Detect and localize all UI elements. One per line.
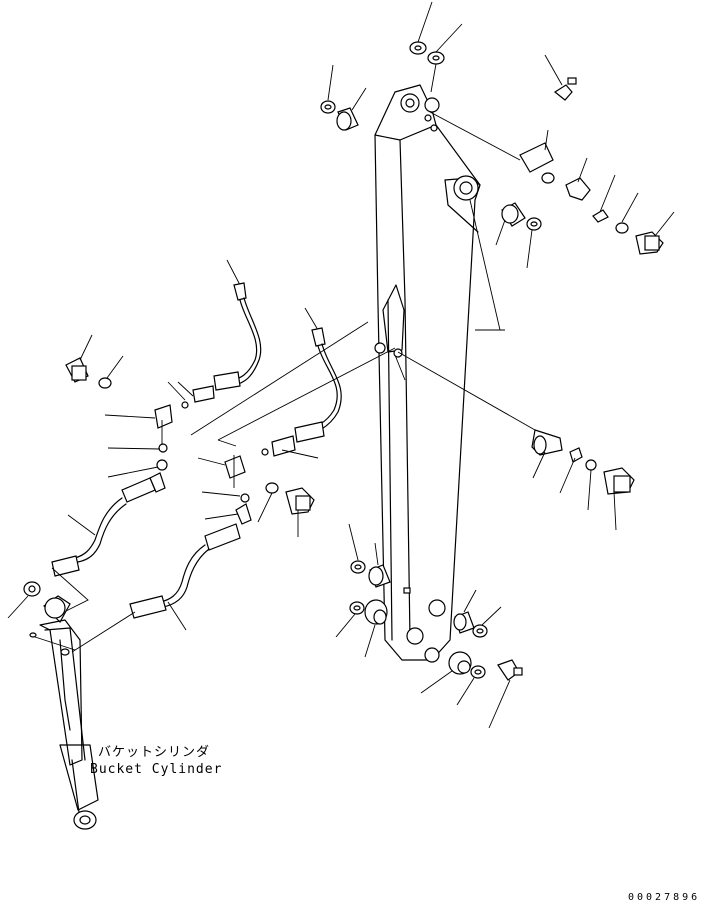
bottom-hardware [335, 523, 523, 729]
lower-hose-assembly [51, 420, 241, 653]
top-hardware [320, 1, 675, 331]
arm-structure [374, 84, 501, 663]
drawing-code: 00027896 [628, 892, 701, 903]
upper-hose-assembly [167, 259, 396, 459]
bucket-cylinder-label-jp: バケットシリンダ [98, 745, 211, 760]
bucket-cylinder [7, 581, 99, 830]
bucket-cylinder-label-en: Bucket Cylinder [90, 762, 223, 777]
mid-pin-hardware [397, 351, 635, 531]
clamp-hardware [65, 334, 315, 537]
